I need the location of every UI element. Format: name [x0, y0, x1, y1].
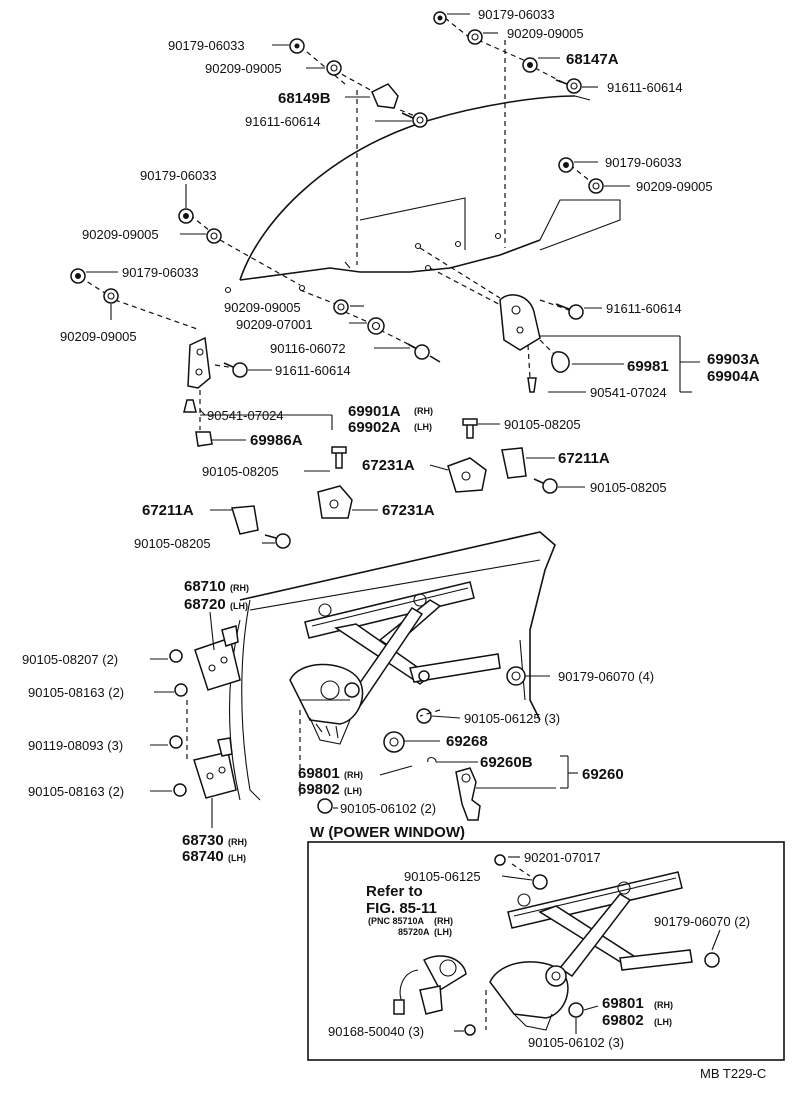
leader-lines [86, 13, 721, 1034]
lh-qualifier: (LH) [414, 422, 432, 432]
part-label: 90209-09005 [224, 300, 301, 315]
part-label: 67211A [142, 502, 194, 519]
part-label: 69268 [446, 733, 488, 750]
part-label: 69901A [348, 403, 401, 420]
part-label: 69802 [602, 1012, 644, 1029]
part-label: 91611-60614 [606, 301, 682, 316]
part-label: 90105-08205 [590, 480, 667, 495]
part-label: 90105-08205 [202, 464, 279, 479]
part-label: 90168-50040 (3) [328, 1024, 424, 1039]
lh-qualifier: (LH) [230, 601, 248, 611]
fastener-washers [70, 11, 604, 549]
pnc-note: (PNC 85710A [368, 916, 425, 926]
part-label: 68147A [566, 51, 619, 68]
part-label: 68710 [184, 578, 226, 595]
power-window-title: W (POWER WINDOW) [310, 824, 465, 841]
part-label: 90105-08163 (2) [28, 685, 124, 700]
part-label: 91611-60614 [607, 80, 683, 95]
part-label: 90209-09005 [60, 329, 137, 344]
part-label: 69981 [627, 358, 669, 375]
part-label: 90119-08093 (3) [28, 738, 123, 753]
door-hinges [169, 611, 241, 828]
rh-qualifier: (RH) [228, 837, 247, 847]
refer-to-figure: FIG. 85-11 [366, 900, 437, 917]
part-label: 69801 [602, 995, 644, 1012]
rh-qualifier: (RH) [230, 583, 249, 593]
part-label: 90179-06033 [478, 7, 555, 22]
part-label: 90105-08207 (2) [22, 652, 118, 667]
power-window-box [307, 841, 785, 1061]
part-label: 67231A [362, 457, 415, 474]
part-label: 90105-08163 (2) [28, 784, 124, 799]
part-label: 90209-09005 [636, 179, 713, 194]
part-label: 90209-09005 [82, 227, 159, 242]
rh-qualifier: (RH) [344, 770, 363, 780]
part-label: 69903A [707, 351, 760, 368]
part-label: 90179-06033 [605, 155, 682, 170]
part-number-labels: 90179-06033 90209-09005 68147A 91611-606… [22, 7, 766, 1081]
part-label: 69986A [250, 432, 303, 449]
part-label: 69260 [582, 766, 624, 783]
pnc-note: 85720A [398, 927, 430, 937]
part-label: 90209-09005 [507, 26, 584, 41]
part-label: 90179-06070 (2) [654, 914, 750, 929]
rh-qualifier: (RH) [654, 1000, 673, 1010]
door-panel-outline [228, 531, 556, 801]
part-label: 68720 [184, 596, 226, 613]
part-label: 90105-06102 (3) [528, 1035, 624, 1050]
part-label: 90209-09005 [205, 61, 282, 76]
part-label: 90105-06125 (3) [464, 711, 560, 726]
part-label: 90116-06072 [270, 341, 346, 356]
lh-qualifier: (LH) [228, 853, 246, 863]
rh-qualifier: (RH) [434, 916, 453, 926]
part-label: 90541-07024 [207, 408, 284, 423]
part-label: 90105-06102 (2) [340, 801, 436, 816]
lh-qualifier: (LH) [654, 1017, 672, 1027]
figure-code: MB T229-C [700, 1066, 766, 1081]
part-label: 69260B [480, 754, 533, 771]
part-label: 67231A [382, 502, 435, 519]
part-label: 69802 [298, 781, 340, 798]
part-label: 68730 [182, 832, 224, 849]
part-label: 90105-08205 [504, 417, 581, 432]
part-label: 68149B [278, 90, 331, 107]
lh-qualifier: (LH) [434, 927, 452, 937]
part-label: 90179-06033 [140, 168, 217, 183]
part-label: 69801 [298, 765, 340, 782]
manual-window-regulator [289, 581, 526, 821]
part-label: 90105-06125 [404, 869, 481, 884]
part-label: 90179-06033 [122, 265, 199, 280]
part-label: 69904A [707, 368, 760, 385]
part-label: 90105-08205 [134, 536, 211, 551]
part-label: 90179-06033 [168, 38, 245, 53]
part-label: 90541-07024 [590, 385, 667, 400]
part-label: 69902A [348, 419, 401, 436]
part-label: 90209-07001 [236, 317, 313, 332]
part-label: 90179-06070 (4) [558, 669, 654, 684]
lh-qualifier: (LH) [344, 786, 362, 796]
glass-channel-brackets [187, 294, 541, 535]
part-label: 91611-60614 [245, 114, 321, 129]
part-label: 67211A [558, 450, 610, 467]
refer-to-label: Refer to [366, 883, 423, 900]
rh-qualifier: (RH) [414, 406, 433, 416]
part-label: 91611-60614 [275, 363, 351, 378]
part-label: 68740 [182, 848, 224, 865]
part-label: 90201-07017 [524, 850, 601, 865]
